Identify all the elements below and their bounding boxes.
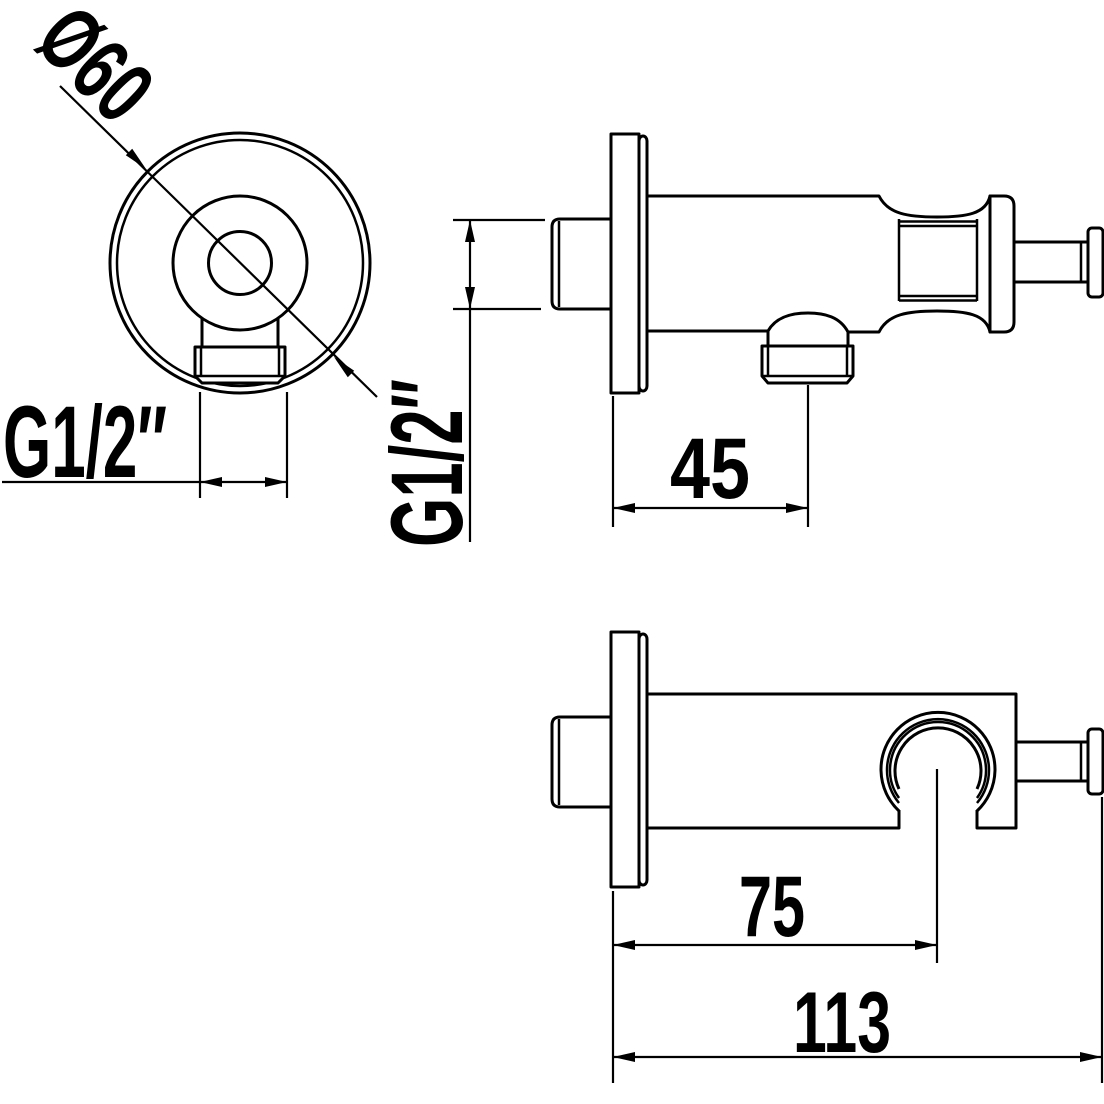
plan-body <box>645 692 1018 830</box>
side-flange-plate <box>609 132 641 395</box>
dim-plan-holder-label: 75 <box>739 859 805 955</box>
side-view: G1/2″ 45 <box>370 132 1104 547</box>
arrowhead-icon <box>200 477 222 487</box>
dim-front-diameter-label: Ø60 <box>18 0 172 142</box>
plan-view: 75 113 <box>550 630 1104 1083</box>
arrowhead-icon <box>334 357 355 378</box>
plan-knob-stem <box>1014 740 1090 783</box>
arrowhead-icon <box>613 1052 635 1062</box>
flange-outer-circle <box>108 131 372 395</box>
side-body <box>643 194 992 334</box>
arrowhead-icon <box>915 940 937 950</box>
side-knob-stem <box>1012 240 1090 284</box>
holder-ring-mid-arc1 <box>885 717 991 804</box>
arrowhead-icon <box>465 287 475 309</box>
side-outlet-nut <box>760 344 855 385</box>
plan-flange-plate <box>609 630 641 889</box>
arrowhead-icon <box>613 503 635 513</box>
dim-side-offset-label: 45 <box>670 421 750 517</box>
side-knob-cap <box>1086 226 1104 299</box>
plan-inlet-spigot <box>550 715 613 809</box>
arrowhead-icon <box>1080 1052 1102 1062</box>
side-end-cap <box>988 194 1016 334</box>
boss-circle <box>171 194 309 332</box>
flange-rim-circle <box>115 138 365 388</box>
dim-front-thread-label: G1/2″ <box>3 385 167 499</box>
front-view: Ø60 G1/2″ <box>2 0 378 499</box>
holder-ring-mid-arc2 <box>888 720 988 799</box>
bore-circle <box>207 230 273 296</box>
arrowhead-icon <box>613 940 635 950</box>
arrowhead-icon <box>786 503 808 513</box>
arrowhead-icon <box>465 220 475 242</box>
dim-side-thread-label: G1/2″ <box>370 379 484 547</box>
plan-knob-cap <box>1086 727 1104 796</box>
dim-plan-total-label: 113 <box>793 975 891 1071</box>
holder-ring-inner-arc <box>893 726 983 790</box>
holder-ring-outer-arc <box>879 710 997 813</box>
outlet-nut-front <box>193 345 287 385</box>
arrowhead-icon <box>125 148 146 169</box>
diameter-dim-line <box>59 85 378 398</box>
arrowhead-icon <box>265 477 287 487</box>
side-inlet-spigot <box>550 217 613 311</box>
